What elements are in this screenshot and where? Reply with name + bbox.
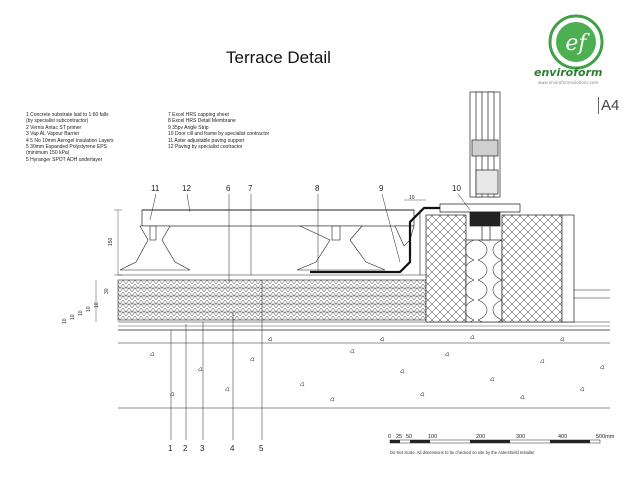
dim-stack: 10: [70, 314, 76, 320]
tag-8: 8: [315, 184, 320, 193]
note-line: (by specialist subcontractor): [26, 118, 89, 125]
dim-10: 10: [409, 195, 415, 201]
note-line: 8 Excel HRS Detail Membrane: [168, 118, 236, 125]
paving-supports: [119, 225, 415, 271]
membrane-upstand: [310, 206, 480, 275]
note-line: 4 5 No 10mm Aerogel Insulation Layers: [26, 137, 114, 144]
scale-tick: 50: [406, 434, 412, 440]
note-line: 12 Paving by specialist contractor: [168, 144, 243, 151]
wall-structure: [425, 214, 610, 323]
door-frame: [439, 91, 521, 241]
tag-12: 12: [182, 184, 191, 193]
note-line: (minimum 150 kPa): [26, 150, 70, 157]
tag-10: 10: [452, 184, 461, 193]
logo-url: www.enviroformsolutions.com: [538, 80, 599, 85]
scale-tick: 200: [476, 434, 485, 440]
sheet-size-label: A4: [598, 97, 619, 114]
tag-4: 4: [230, 444, 235, 453]
dim-stack: 10: [62, 318, 68, 324]
note-line: 9 35pv Angle Strip: [168, 124, 209, 131]
dim-stack: 10: [78, 310, 84, 316]
scale-tick: 300: [516, 434, 525, 440]
page-title: Terrace Detail: [226, 48, 331, 67]
notes-right: 7 Excel HRS capping sheet 8 Excel HRS De…: [168, 112, 348, 150]
note-line: 5 30mm Expanded Polystyrene EPS: [26, 144, 107, 151]
logo-letters: ef: [565, 31, 590, 56]
enviroform-logo: ef: [548, 14, 604, 70]
dim-30: 30: [104, 288, 110, 294]
tag-1: 1: [168, 444, 173, 453]
scale-tick: 400: [558, 434, 567, 440]
note-line: 5 Hyranger SPOT ADH underlayer: [26, 156, 103, 163]
note-line: 11 Aster adjustable paving support: [168, 137, 245, 144]
note-line: 10 Door cill and frame by specialist con…: [168, 131, 270, 138]
note-line: 1 Concrete substrate laid to 1:60 falls: [26, 112, 109, 118]
paving-slab: [141, 209, 415, 227]
tag-7: 7: [248, 184, 253, 193]
tag-3: 3: [200, 444, 205, 453]
scale-tick: 25: [396, 434, 402, 440]
tag-6: 6: [226, 184, 231, 193]
notes-left: 1 Concrete substrate laid to 1:60 falls …: [26, 112, 166, 163]
note-line: 7 Excel HRS capping sheet: [168, 112, 229, 118]
note-line: 3 Vap AL Vapour Barrier: [26, 131, 80, 138]
tag-2: 2: [183, 444, 188, 453]
tag-11: 11: [151, 184, 160, 193]
scale-tick: 0: [388, 434, 391, 440]
scale-bar: [389, 439, 601, 444]
disclaimer: Do Not Scale. All dimensions to be check…: [390, 450, 535, 455]
tag-5: 5: [259, 444, 264, 453]
note-line: 2 Vernis Antac ST primer: [26, 124, 82, 131]
concrete-substrate: [118, 329, 610, 409]
dim-stack: 10: [94, 302, 100, 308]
scale-tick: 100: [428, 434, 437, 440]
dim-stack: 10: [86, 306, 92, 312]
dim-150: 150: [108, 237, 114, 246]
logo-wordmark: enviroform: [534, 66, 603, 79]
scale-tick: 500mm: [596, 434, 615, 440]
tag-9: 9: [379, 184, 384, 193]
dimension-lines: [95, 199, 426, 322]
leader-lines: [149, 193, 471, 440]
